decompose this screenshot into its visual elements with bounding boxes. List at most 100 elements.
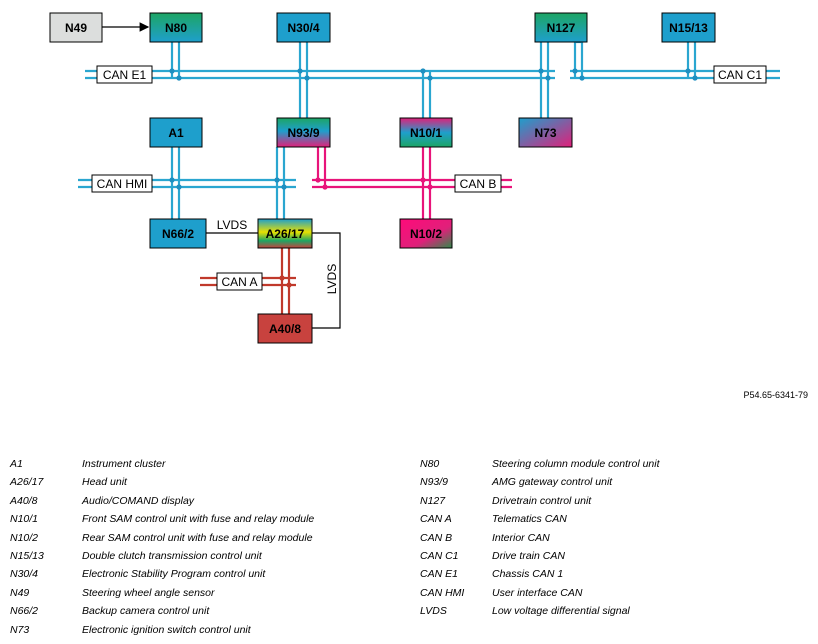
svg-text:CAN E1: CAN E1 xyxy=(103,68,147,82)
bus-label-can-e1: CAN E1 xyxy=(96,65,153,84)
junction-dots-magenta xyxy=(315,177,433,190)
lvds-label-vertical: LVDS xyxy=(325,264,339,294)
legend-row: LVDS Low voltage differential signal xyxy=(420,602,660,620)
legend-abbr: A1 xyxy=(10,458,23,470)
legend-row: CAN HMI User interface CAN xyxy=(420,584,660,602)
legend-desc: User interface CAN xyxy=(492,586,583,599)
legend-abbr: CAN C1 xyxy=(420,549,459,562)
legend-abbr: N66/2 xyxy=(10,605,39,618)
red-stubs xyxy=(280,248,291,314)
legend-desc: Double clutch transmission control unit xyxy=(82,549,262,562)
node-a26-17: A26/17 xyxy=(257,218,313,249)
svg-text:CAN B: CAN B xyxy=(460,177,497,191)
legend-row: A1 Instrument cluster xyxy=(10,455,314,473)
svg-text:A1: A1 xyxy=(168,126,184,140)
junction-dots xyxy=(169,68,698,190)
node-n15-13: N15/13 xyxy=(661,12,716,43)
legend-abbr: N80 xyxy=(420,458,440,470)
svg-text:CAN C1: CAN C1 xyxy=(718,68,762,82)
legend-left-column: A1 Instrument cluster A26/17 Head unit A40… xyxy=(10,455,314,639)
legend-desc: Chassis CAN 1 xyxy=(492,568,564,581)
legend-abbr: CAN HMI xyxy=(420,586,465,599)
svg-text:N80: N80 xyxy=(165,21,187,35)
bus-label-can-a: CAN A xyxy=(216,272,263,291)
legend-desc: Electronic ignition switch control unit xyxy=(82,623,251,636)
svg-text:N10/2: N10/2 xyxy=(410,227,442,241)
legend-abbr: N73 xyxy=(10,623,30,636)
legend-desc: Drivetrain control unit xyxy=(492,494,592,507)
svg-text:A40/8: A40/8 xyxy=(269,322,301,336)
legend-abbr: N15/13 xyxy=(10,549,44,562)
node-a40-8: A40/8 xyxy=(257,313,313,344)
bus-label-can-b: CAN B xyxy=(454,174,502,193)
svg-text:N49: N49 xyxy=(65,21,87,35)
figure-reference-code: P54.65-6341-79 xyxy=(743,390,808,400)
legend-desc: Instrument cluster xyxy=(82,458,166,470)
legend-abbr: A40/8 xyxy=(10,494,38,507)
legend-desc: Audio/COMAND display xyxy=(82,494,195,507)
legend-row: N30/4 Electronic Stability Program contro… xyxy=(10,565,314,583)
legend-row: A40/8 Audio/COMAND display xyxy=(10,492,314,510)
legend-abbr: N30/4 xyxy=(10,568,39,581)
magenta-stubs xyxy=(316,147,432,219)
legend-desc: Low voltage differential signal xyxy=(492,605,630,618)
legend-row: N15/13 Double clutch transmission control… xyxy=(10,547,314,565)
legend-row: CAN E1 Chassis CAN 1 xyxy=(420,565,660,583)
node-a1: A1 xyxy=(149,117,203,148)
legend-desc: Head unit xyxy=(82,476,127,489)
legend-desc: Steering wheel angle sensor xyxy=(82,586,215,599)
node-n49: N49 xyxy=(49,12,103,43)
svg-text:N10/1: N10/1 xyxy=(410,126,442,140)
node-n30-4: N30/4 xyxy=(276,12,331,43)
lvds-lines xyxy=(206,232,341,329)
lvds-label-horizontal: LVDS xyxy=(217,218,247,232)
legend-abbr: LVDS xyxy=(420,605,447,618)
bus-label-can-hmi: CAN HMI xyxy=(91,174,153,193)
svg-text:N127: N127 xyxy=(547,21,576,35)
legend-abbr: N10/2 xyxy=(10,531,39,544)
legend-desc: AMG gateway control unit xyxy=(492,476,613,489)
legend-abbr: N49 xyxy=(10,586,30,599)
node-n127: N127 xyxy=(534,12,588,43)
legend-row: N73 Electronic ignition switch control un… xyxy=(10,621,314,639)
legend-right-column: N80 Steering column module control unit N… xyxy=(420,455,660,621)
legend-desc: Electronic Stability Program control uni… xyxy=(82,568,266,581)
svg-text:A26/17: A26/17 xyxy=(266,227,305,241)
legend-row: N49 Steering wheel angle sensor xyxy=(10,584,314,602)
node-n10-1: N10/1 xyxy=(399,117,453,148)
legend-abbr: CAN E1 xyxy=(420,568,458,581)
legend-desc: Telematics CAN xyxy=(492,513,567,526)
legend-desc: Steering column module control unit xyxy=(492,458,660,470)
node-n73: N73 xyxy=(518,117,573,148)
legend-abbr: N10/1 xyxy=(10,513,39,526)
svg-text:N15/13: N15/13 xyxy=(669,21,708,35)
svg-text:N93/9: N93/9 xyxy=(287,126,319,140)
svg-text:CAN HMI: CAN HMI xyxy=(97,177,148,191)
junction-dots-red xyxy=(279,275,292,288)
legend-abbr: N93/9 xyxy=(420,476,449,489)
can-e1-bus xyxy=(85,69,555,80)
legend-abbr: N127 xyxy=(420,494,446,507)
legend-row: N10/1 Front SAM control unit with fuse an… xyxy=(10,510,314,528)
svg-text:N30/4: N30/4 xyxy=(287,21,319,35)
bus-label-can-c1: CAN C1 xyxy=(713,65,767,84)
legend-row: N127 Drivetrain control unit xyxy=(420,492,660,510)
svg-text:N73: N73 xyxy=(534,126,556,140)
legend-abbr: A26/17 xyxy=(10,476,44,489)
legend-row: CAN B Interior CAN xyxy=(420,529,660,547)
svg-text:N66/2: N66/2 xyxy=(162,227,194,241)
node-n66-2: N66/2 xyxy=(149,218,207,249)
network-topology-diagram: CAN E1 CAN C1 CAN HMI CAN B CAN A LVDS L… xyxy=(49,12,780,344)
legend-desc: Drive train CAN xyxy=(492,549,565,562)
legend-desc: Interior CAN xyxy=(492,531,550,544)
node-n10-2: N10/2 xyxy=(399,218,453,249)
svg-text:CAN A: CAN A xyxy=(221,275,257,289)
legend-desc: Rear SAM control unit with fuse and rela… xyxy=(82,531,313,544)
legend-row: CAN C1 Drive train CAN xyxy=(420,547,660,565)
node-n93-9: N93/9 xyxy=(276,117,331,148)
legend-row: N80 Steering column module control unit xyxy=(420,455,660,473)
legend-desc: Front SAM control unit with fuse and rel… xyxy=(82,513,315,526)
node-n80: N80 xyxy=(149,12,203,43)
legend-abbr: CAN B xyxy=(420,531,453,544)
